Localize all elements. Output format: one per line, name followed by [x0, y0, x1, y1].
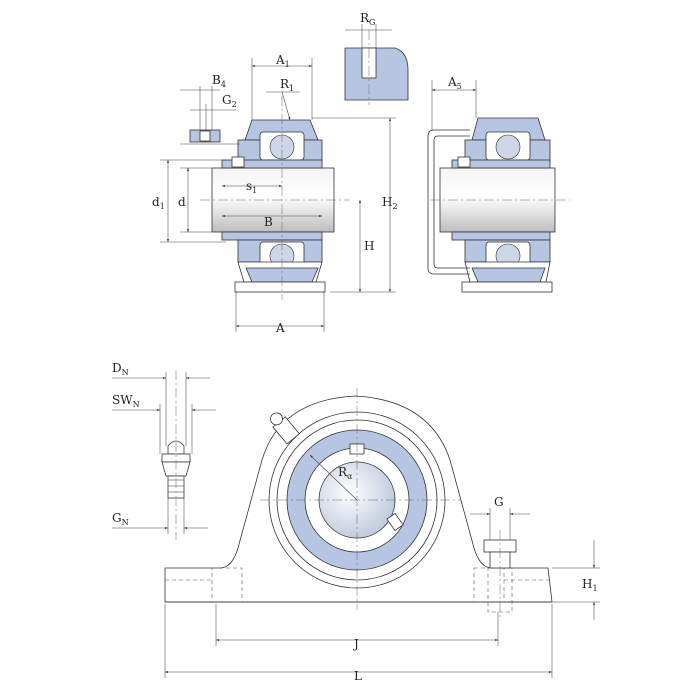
set-screw — [231, 156, 245, 168]
label-h: H — [364, 239, 374, 253]
label-a: A — [275, 321, 285, 335]
inner-ring-top — [221, 159, 323, 169]
front-view — [161, 370, 553, 620]
dimension-labels: A1 R1 B4 G2 RG A5 d1 d s1 B H H2 A DN SW… — [112, 11, 598, 683]
label-g: G — [494, 495, 504, 509]
front-view-dimensions — [112, 372, 600, 678]
label-s1: s1 — [246, 179, 257, 195]
label-dn: DN — [112, 361, 129, 377]
bolt-right — [483, 530, 517, 620]
housing-foot-base — [234, 281, 326, 293]
label-gn: GN — [112, 511, 129, 527]
side-view-dimensions — [160, 24, 396, 332]
label-a5: A5 — [447, 75, 462, 91]
label-d: d — [178, 195, 186, 209]
set-screw-side — [386, 512, 404, 532]
end-cover — [427, 129, 470, 275]
housing-outline — [164, 395, 553, 603]
inner-ring-bottom — [221, 231, 323, 241]
label-r1: R1 — [280, 77, 294, 93]
label-l: L — [354, 669, 362, 683]
grease-nipple-detail-left — [161, 370, 191, 540]
rg-detail — [344, 47, 409, 101]
side-section-view — [180, 30, 409, 300]
grease-nipple-angled — [270, 412, 300, 445]
label-b: B — [264, 215, 273, 229]
label-j: J — [352, 637, 359, 651]
label-swn: SWN — [112, 393, 140, 409]
label-h1: H1 — [582, 577, 598, 593]
label-b4: B4 — [212, 73, 226, 89]
label-a1: A1 — [275, 53, 290, 69]
label-h2: H2 — [382, 195, 398, 211]
label-rg: RG — [360, 11, 375, 27]
label-d1: d1 — [152, 195, 165, 211]
end-cover-section-view — [427, 80, 570, 293]
label-g2: G2 — [222, 93, 237, 109]
label-ra: Rα — [338, 465, 353, 481]
